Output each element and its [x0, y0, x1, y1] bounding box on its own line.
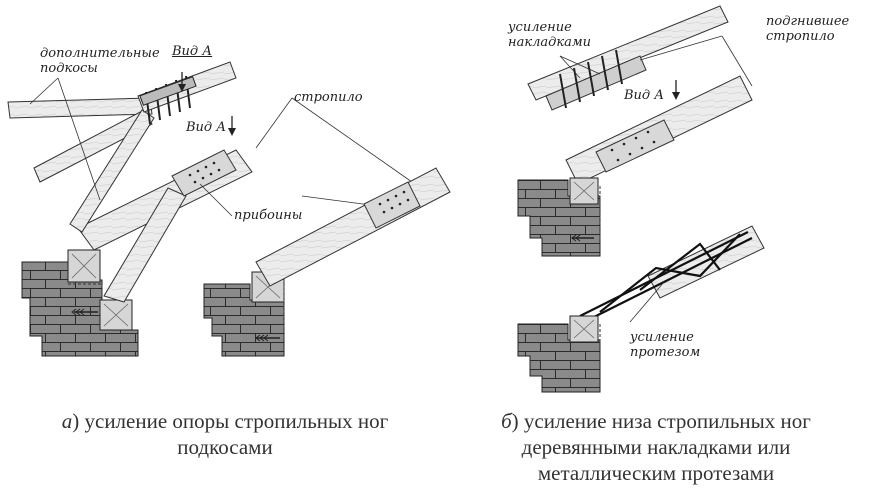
view-a-top-label: Вид А	[172, 44, 213, 59]
reinforcement-plates-label: усиление накладками	[508, 20, 592, 50]
rafter-a2	[255, 167, 451, 287]
plate-b-mid	[595, 119, 675, 173]
strut-a	[103, 187, 187, 303]
nailed-boards-label: прибоины	[234, 208, 303, 223]
plate-b-top	[545, 55, 647, 111]
figure-a2	[203, 167, 451, 357]
caption-a: а) усиление опоры стропильных ног подкос…	[40, 408, 410, 460]
caption-b-text: ) усиление низа стропильных ног деревянн…	[511, 409, 811, 485]
nailed-board-a	[171, 149, 237, 197]
rotten-rafter-label: подгнившее стропило	[766, 14, 850, 44]
rafter-label: стропило	[294, 90, 363, 105]
diagonal-brace-a2	[69, 109, 155, 233]
rafter-b-top	[527, 5, 729, 101]
view-a-left-label: Вид А	[186, 120, 227, 135]
caption-a-letter: а	[61, 409, 73, 433]
horizontal-brace-a	[7, 97, 153, 119]
figure-a	[7, 61, 413, 357]
diagonal-brace-a1	[33, 109, 153, 183]
nailed-board-a2	[363, 181, 421, 229]
view-a-right-label: Вид А	[624, 88, 665, 103]
prosthesis-truss	[579, 231, 753, 323]
caption-b-letter: б	[501, 409, 512, 433]
extra-braces-label: дополнительные подкосы	[40, 46, 160, 76]
caption-b: б) усиление низа стропильных ног деревян…	[456, 408, 856, 486]
figure-b	[517, 5, 765, 393]
prosthesis-label: усиление протезом	[630, 330, 701, 360]
caption-a-text: ) усиление опоры стропильных ног подкоса…	[72, 409, 389, 459]
